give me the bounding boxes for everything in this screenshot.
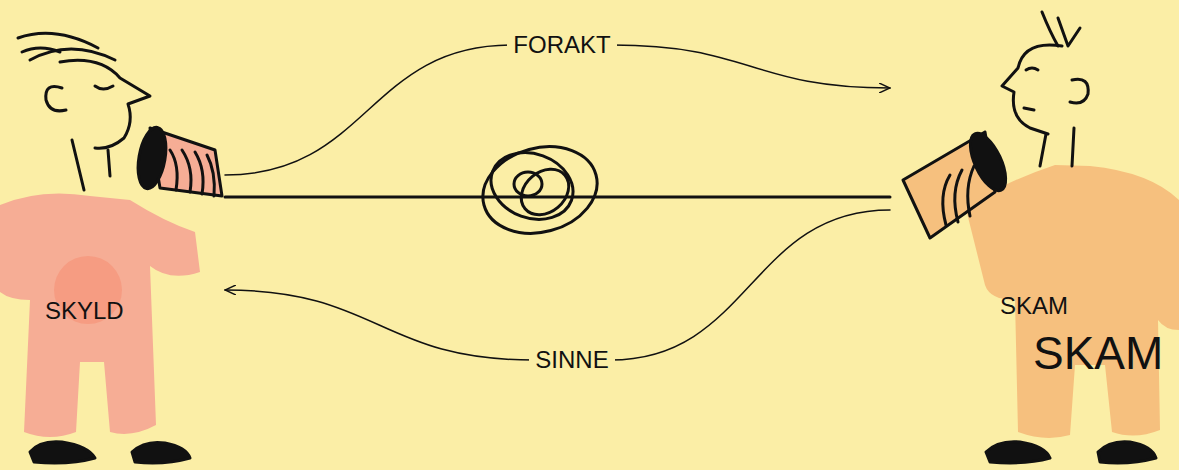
figure-label: SKAM: [1033, 328, 1163, 379]
right-eye: [1026, 68, 1038, 70]
right-body: [965, 165, 1179, 438]
left-neck: [72, 140, 84, 190]
curved-arrow: [225, 45, 890, 175]
right-neck: [1072, 128, 1074, 166]
left-neck: [108, 150, 110, 176]
figure-node: SKAM SKAM: [890, 10, 1179, 470]
right-ear: [1070, 79, 1088, 103]
left-eye: [95, 86, 113, 89]
right-hair: [1042, 12, 1080, 46]
figure-label: SKAM: [1000, 293, 1068, 319]
left-ear: [46, 87, 66, 111]
figure-node: SKYLD: [0, 20, 225, 470]
left-hair: [22, 48, 60, 52]
right-neck: [1040, 134, 1046, 166]
right-hand: [943, 166, 974, 225]
figure-label: SKYLD: [45, 298, 124, 324]
left-can-rim: [134, 125, 170, 191]
string-tangle: [514, 172, 542, 196]
left-hand: [170, 150, 214, 196]
curved-arrow: [225, 210, 890, 360]
can-string: [225, 196, 890, 199]
left-body: [0, 193, 200, 437]
edge-label: FORAKT: [507, 30, 616, 60]
string-tangle: [473, 134, 607, 245]
left-hair: [30, 49, 115, 60]
right-shoe: [1098, 442, 1156, 463]
left-shoe: [30, 442, 95, 463]
string-tangle: [482, 142, 583, 231]
edge-label: SINNE: [529, 345, 614, 375]
right-can-rim: [963, 128, 1013, 195]
right-face: [1002, 45, 1062, 134]
string-tangle: [512, 160, 578, 224]
right-mouth: [1024, 108, 1034, 110]
left-face: [60, 60, 150, 148]
left-hair: [18, 33, 98, 48]
left-shoe: [132, 442, 190, 463]
right-shoe: [986, 442, 1050, 463]
